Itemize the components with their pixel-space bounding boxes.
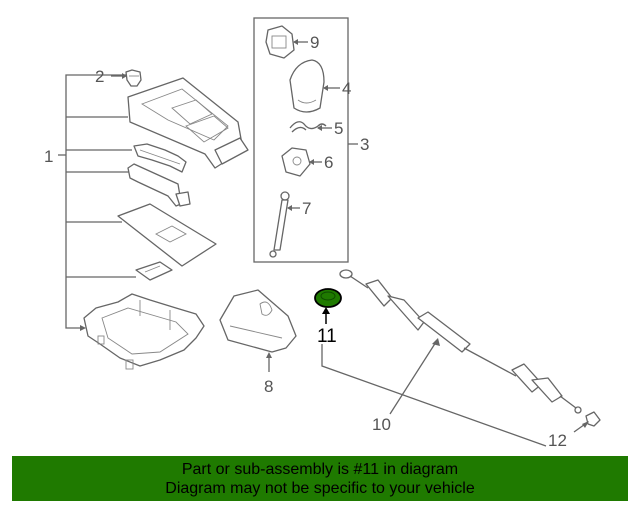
parts-diagram: 1 2 [44,17,601,450]
part-console-cover [127,77,249,169]
callout-4: 4 [342,79,351,98]
callout-7: 7 [302,199,311,218]
banner-line-1: Part or sub-assembly is #11 in diagram [181,461,459,478]
callout-3: 3 [360,135,369,154]
part-trim-strip-lower [127,163,191,207]
callout-1: 1 [44,147,53,166]
part-12-clip [573,411,601,433]
part-base-bracket [83,293,205,370]
callout-2: 2 [95,67,104,86]
callout-11: 11 [317,326,337,347]
callout-9: 9 [310,33,319,52]
callout-12: 12 [548,431,567,450]
part-trim-strip-upper [133,143,187,173]
callout-6: 6 [324,153,333,172]
part-5-spring [289,121,332,133]
part-small-plate [135,261,173,281]
banner-line-2: Diagram may not be specific to your vehi… [165,480,475,497]
callout-10-leader [389,341,437,415]
part-8-shift-boot [219,289,297,372]
callout-11-12-bracket [321,344,547,447]
callout-10: 10 [372,415,391,434]
part-9-button [265,25,308,59]
part-4-shift-knob [289,59,340,113]
callout-3-box [253,17,349,263]
callout-8: 8 [264,377,273,396]
part-2-clip [111,69,142,87]
info-banner: Part or sub-assembly is #11 in diagram D… [12,456,628,501]
part-7-rod [269,191,300,258]
part-10-shift-cable [339,269,582,414]
callout-1-bracket [58,74,136,331]
part-bezel-plate [117,203,217,267]
part-11-grommet [314,288,342,324]
callout-5: 5 [334,119,343,138]
part-6-knob-insert [281,147,322,177]
